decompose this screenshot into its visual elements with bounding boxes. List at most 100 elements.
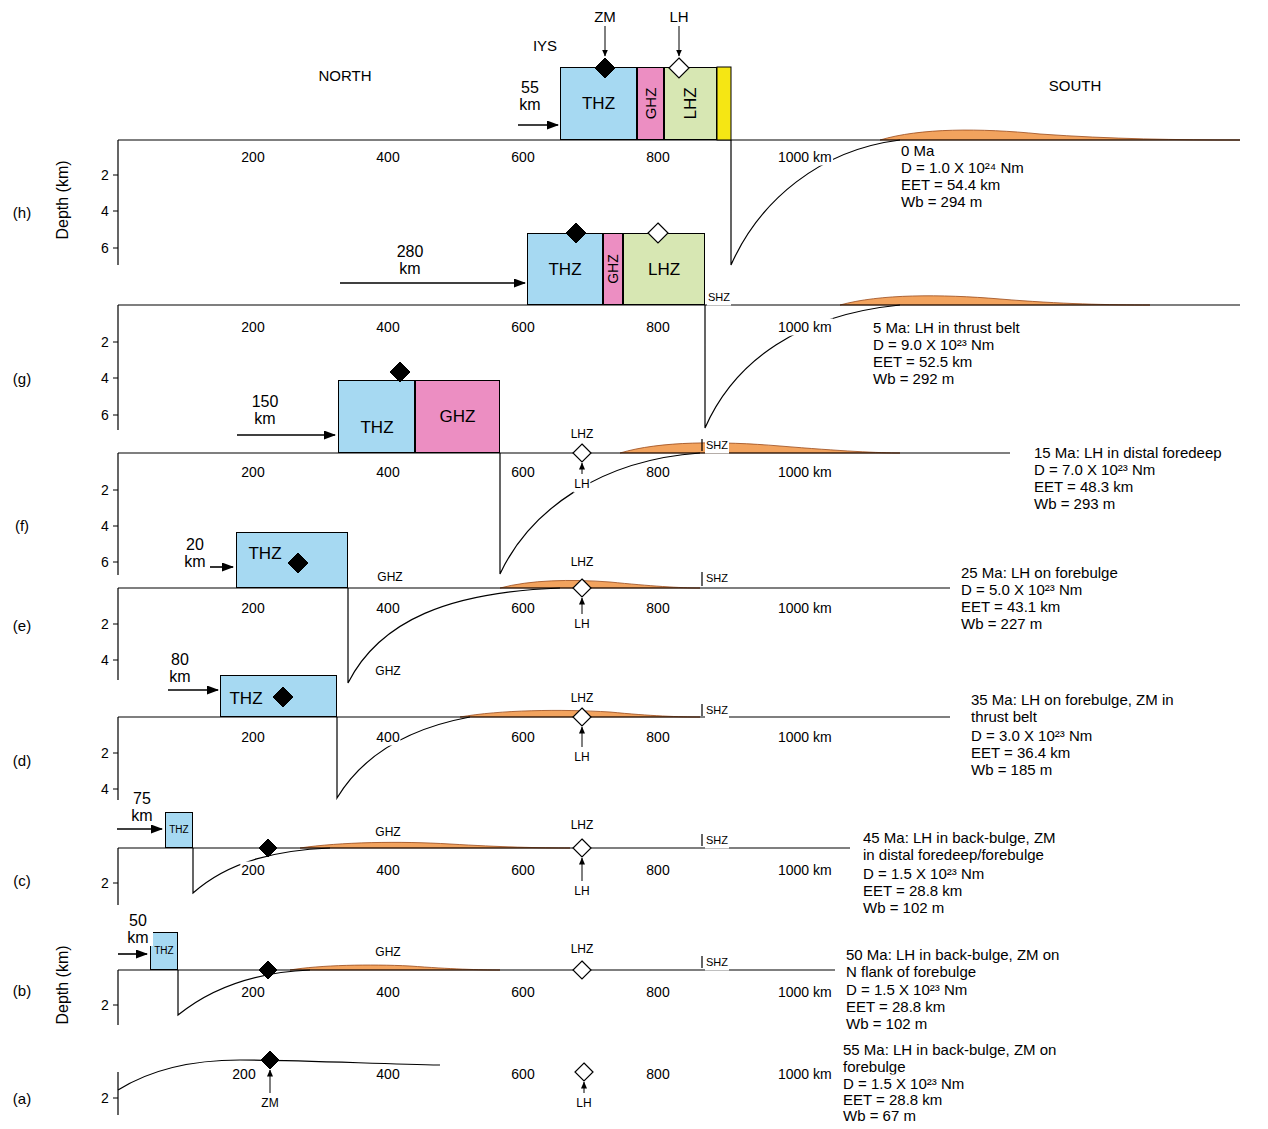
flexure-curve bbox=[337, 717, 470, 798]
diagram-label: 600 bbox=[510, 149, 535, 166]
flexure-curve bbox=[500, 453, 700, 574]
diagram-label: 2 bbox=[100, 997, 110, 1014]
diagram-label: 150 km bbox=[244, 393, 286, 427]
forebulge bbox=[290, 965, 500, 970]
diagram-label: 800 bbox=[645, 1066, 670, 1083]
forebulge bbox=[500, 580, 700, 588]
flexure-curve bbox=[348, 588, 560, 683]
diagram-label: 800 bbox=[645, 149, 670, 166]
diagram-label: SHZ bbox=[707, 289, 731, 306]
zm-diamond bbox=[261, 1051, 279, 1069]
diagram-label: D = 5.0 X 10²³ Nm bbox=[960, 581, 1083, 598]
diagram-label: LHZ bbox=[570, 690, 595, 707]
diagram-label: 0 Ma bbox=[900, 142, 935, 159]
depth-axis bbox=[113, 848, 118, 905]
forebulge bbox=[880, 130, 1240, 140]
thrust-arrow bbox=[117, 828, 162, 830]
zm-diamond bbox=[566, 223, 586, 243]
lh-diamond bbox=[669, 58, 689, 78]
zone-name: LHZ bbox=[648, 261, 680, 278]
diagram-label: SHZ bbox=[705, 954, 729, 971]
diagram-label: EET = 43.1 km bbox=[960, 598, 1061, 615]
diagram-label: EET = 28.8 km bbox=[845, 998, 946, 1015]
zone-name: THZ bbox=[248, 545, 281, 562]
lh-diamond bbox=[648, 223, 668, 243]
diagram-label: LHZ bbox=[570, 554, 595, 571]
thrust-arrow bbox=[340, 282, 525, 284]
diagram-label: 55 km bbox=[514, 79, 546, 113]
diagram-label: LHZ bbox=[570, 941, 595, 958]
diagram-label: 400 bbox=[375, 862, 400, 879]
diagram-label: 600 bbox=[510, 319, 535, 336]
flexure-curve bbox=[705, 305, 900, 428]
diagram-label: LH bbox=[575, 1095, 592, 1112]
zone-box: THZ bbox=[338, 380, 415, 453]
diagram-label: 1000 km bbox=[777, 862, 833, 879]
diagram-label: 15 Ma: LH in distal foredeep bbox=[1033, 444, 1223, 461]
diagram-label: Wb = 292 m bbox=[872, 370, 955, 387]
pointer-arrow bbox=[584, 1082, 585, 1093]
diagram-label: SHZ bbox=[705, 437, 729, 454]
diagram-label: (f) bbox=[14, 517, 30, 534]
diagram-label: 200 bbox=[240, 984, 265, 1001]
diagram-label: 400 bbox=[375, 149, 400, 166]
diagram-label: LHZ bbox=[570, 817, 595, 834]
diagram-label: 2 bbox=[100, 745, 110, 762]
diagram-label: (d) bbox=[12, 752, 32, 769]
zone-box: THZ bbox=[150, 932, 178, 970]
diagram-label: 400 bbox=[375, 600, 400, 617]
diagram-label: D = 7.0 X 10²³ Nm bbox=[1033, 461, 1156, 478]
diagram-label: 1000 km bbox=[777, 729, 833, 746]
diagram-label: 20 km bbox=[180, 536, 210, 570]
zone-name: THZ bbox=[360, 419, 393, 436]
diagram-label: SHZ bbox=[705, 832, 729, 849]
diagram-label: EET = 52.5 km bbox=[872, 353, 973, 370]
diagram-label: 400 bbox=[375, 1066, 400, 1083]
diagram-label: Depth (km) bbox=[54, 944, 71, 1025]
baseline bbox=[118, 847, 850, 848]
diagram-label: 35 Ma: LH on forebulge, ZM in thrust bel… bbox=[970, 691, 1187, 725]
diagram-label: Wb = 293 m bbox=[1033, 495, 1116, 512]
zone-name: THZ bbox=[154, 946, 173, 956]
diagram-label: Wb = 294 m bbox=[900, 193, 983, 210]
flexure-curve bbox=[118, 1060, 440, 1090]
diagram-label: 5 Ma: LH in thrust belt bbox=[872, 319, 1021, 336]
diagram-label: D = 1.5 X 10²³ Nm bbox=[862, 865, 985, 882]
diagram-label: 600 bbox=[510, 464, 535, 481]
diagram-label: 45 Ma: LH in back-bulge, ZM in distal fo… bbox=[862, 829, 1064, 863]
diagram-label: 4 bbox=[100, 370, 110, 387]
flexure-curve bbox=[731, 140, 900, 265]
depth-axis bbox=[113, 305, 118, 430]
diagram-label: 4 bbox=[100, 652, 110, 669]
lh-diamond bbox=[573, 839, 591, 857]
zone-box: LHZ bbox=[623, 233, 705, 305]
diagram-label: 50 Ma: LH in back-bulge, ZM on N flank o… bbox=[845, 946, 1067, 980]
diagram-label: 400 bbox=[375, 984, 400, 1001]
zm-diamond bbox=[288, 553, 308, 573]
diagram-label: 6 bbox=[100, 240, 110, 257]
diagram-label: 6 bbox=[100, 407, 110, 424]
diagram-label: D = 9.0 X 10²³ Nm bbox=[872, 336, 995, 353]
diagram-label: 200 bbox=[240, 862, 265, 879]
diagram-label: GHZ bbox=[374, 824, 401, 841]
zone-box: LHZ bbox=[664, 67, 717, 140]
thrust-arrow bbox=[168, 689, 218, 691]
diagram-label: 2 bbox=[100, 616, 110, 633]
diagram-label: 1000 km bbox=[777, 600, 833, 617]
zone-box: GHZ bbox=[637, 67, 664, 140]
diagram-label: Wb = 102 m bbox=[862, 899, 945, 916]
zone-name: THZ bbox=[169, 825, 188, 835]
diagram-label: 75 km bbox=[127, 790, 157, 824]
pointer-arrow bbox=[605, 26, 606, 56]
zone-name: GHZ bbox=[643, 88, 658, 120]
diagram-label: D = 3.0 X 10²³ Nm bbox=[970, 727, 1093, 744]
diagram-label: Wb = 185 m bbox=[970, 761, 1053, 778]
diagram-label: 4 bbox=[100, 781, 110, 798]
diagram-label: 1000 km bbox=[777, 464, 833, 481]
flexure-curve bbox=[193, 848, 330, 893]
baseline bbox=[118, 452, 1010, 453]
diagram-label: (h) bbox=[12, 204, 32, 221]
zone-box: THZ bbox=[220, 675, 337, 717]
zone-name: GHZ bbox=[606, 254, 620, 284]
